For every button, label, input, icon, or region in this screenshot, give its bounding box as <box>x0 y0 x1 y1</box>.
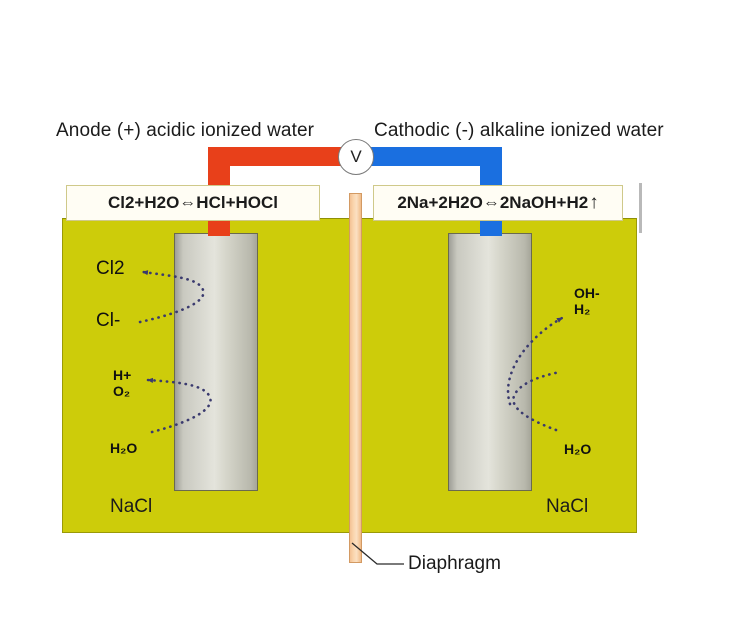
cathode-hydroxide-hydrogen-label: OH- H₂ <box>574 285 600 317</box>
anode-terminal-cap <box>208 218 230 236</box>
cathode-terminal-cap <box>480 218 502 236</box>
anode-wire-horizontal <box>208 147 363 166</box>
anode-chlorine-label: Cl2 <box>96 258 125 279</box>
anode-water-label: H₂O <box>110 440 138 456</box>
anode-proton-label: H+ <box>113 367 132 383</box>
voltmeter-icon: V <box>338 139 374 175</box>
cathode-heading: Cathodic (-) alkaline ionized water <box>374 120 664 141</box>
anode-oxygen-label: O₂ <box>113 383 131 400</box>
anode-equation-box: Cl2+H2O⇔HCl+HOCl <box>66 185 320 221</box>
diaphragm-label: Diaphragm <box>408 553 501 574</box>
cathode-hydroxide-label: OH- <box>574 285 600 301</box>
cathode-water-label: H₂O <box>564 441 592 457</box>
cathode-electrolyte-label: NaCl <box>546 496 589 517</box>
anode-chloride-ion-label: Cl- <box>96 310 121 331</box>
diaphragm-membrane <box>349 193 362 563</box>
cathode-equation-text: 2Na+2H2O⇔2NaOH+H2 <box>397 193 589 212</box>
tank-right-edge <box>639 183 642 233</box>
diaphragm-leader-line <box>351 542 404 565</box>
cathode-hydrogen-label: H₂ <box>574 301 591 318</box>
cathode-equation-box: 2Na+2H2O⇔2NaOH+H2↑ <box>373 185 623 221</box>
anode-upper-arrow-icon <box>138 270 205 324</box>
cathode-arrow-tail-icon <box>506 316 564 406</box>
anode-heading: Anode (+) acidic ionized water <box>56 120 315 141</box>
anode-proton-oxygen-label: H+ O₂ <box>113 367 131 399</box>
anode-electrolyte-label: NaCl <box>110 496 153 517</box>
anode-equation-text: Cl2+H2O⇔HCl+HOCl <box>107 193 279 212</box>
anode-electrode <box>174 233 258 491</box>
anode-lower-arrow-icon <box>146 377 212 434</box>
gas-evolution-arrow-icon: ↑ <box>589 192 599 213</box>
voltmeter-label: V <box>350 147 362 166</box>
cathode-arrow-icon <box>512 370 562 432</box>
cathode-wire-horizontal <box>365 147 502 166</box>
